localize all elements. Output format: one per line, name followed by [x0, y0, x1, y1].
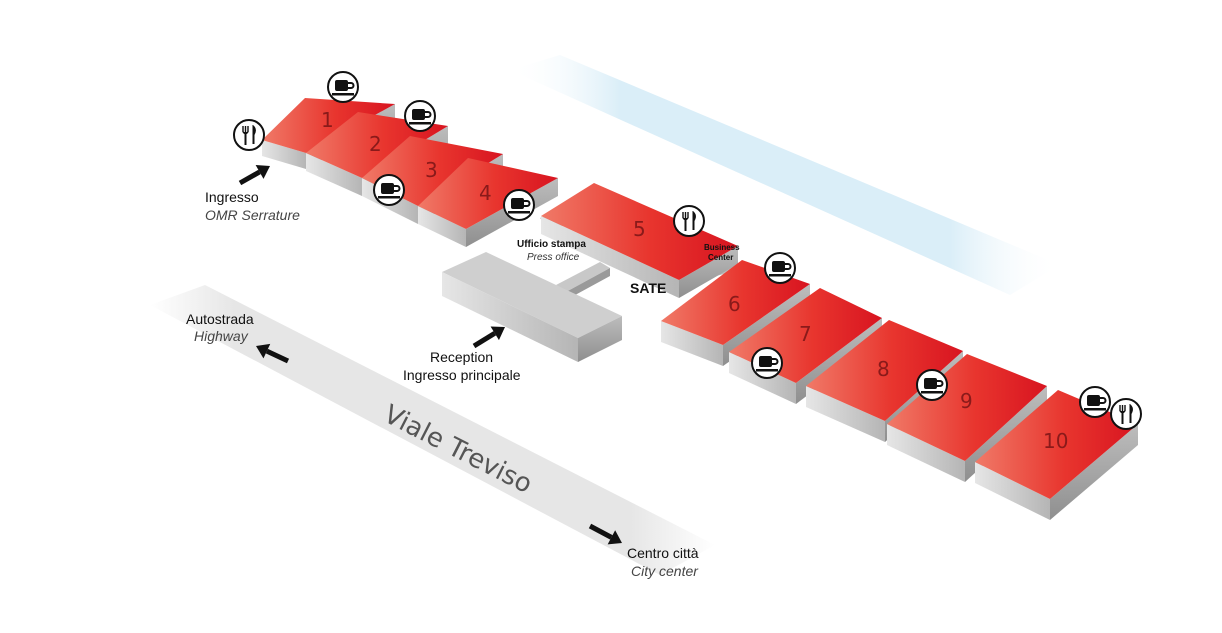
- halls: [262, 98, 1138, 520]
- hall-number: 4: [479, 181, 492, 205]
- press-office-label: Ufficio stampa: [517, 239, 586, 250]
- direction-arrows: [238, 164, 622, 545]
- coffee-cup-icon: [751, 347, 783, 379]
- business-center-label-line2: Center: [708, 253, 733, 262]
- road-viale-treviso: [150, 285, 715, 575]
- direction-arrow-icon: [238, 164, 270, 186]
- entrance-label: Ingresso: [205, 189, 259, 205]
- hall-number: 5: [633, 217, 646, 241]
- reception-label: Reception: [430, 349, 493, 365]
- press-office-sublabel: Press office: [527, 252, 580, 263]
- direction-arrow-icon: [256, 343, 290, 364]
- reception-building: [442, 252, 622, 362]
- coffee-cup-icon: [916, 369, 948, 401]
- direction-arrow-icon: [472, 326, 505, 349]
- coffee-cup-icon: [503, 189, 535, 221]
- hall-number: 9: [960, 389, 973, 413]
- hall-number: 10: [1043, 429, 1068, 453]
- hall-number: 7: [799, 322, 812, 346]
- fork-knife-icon: [673, 205, 705, 237]
- fork-knife-icon: [233, 119, 265, 151]
- city-center-sublabel: City center: [631, 563, 699, 579]
- business-center-label: Business: [704, 243, 740, 252]
- sate-label: SATE: [630, 280, 666, 296]
- main-entrance-label: Ingresso principale: [403, 367, 521, 383]
- amenity-icons: [233, 71, 1142, 430]
- fork-knife-icon: [1110, 398, 1142, 430]
- highway-label: Autostrada: [186, 311, 254, 327]
- direction-arrow-icon: [588, 523, 622, 545]
- hall-number: 6: [728, 292, 741, 316]
- city-center-label: Centro città: [627, 545, 699, 561]
- canal: [510, 55, 1060, 295]
- coffee-cup-icon: [404, 100, 436, 132]
- hall-number: 8: [877, 357, 890, 381]
- entrance-sublabel: OMR Serrature: [205, 207, 300, 223]
- hall-5: [541, 183, 738, 298]
- hall-number: 3: [425, 158, 438, 182]
- hall-numbers: 1 2 3 4 5 6 7 8 9 10: [321, 108, 1068, 453]
- coffee-cup-icon: [764, 252, 796, 284]
- hall-number: 1: [321, 108, 334, 132]
- highway-sublabel: Highway: [194, 328, 249, 344]
- hall-number: 2: [369, 132, 382, 156]
- coffee-cup-icon: [327, 71, 359, 103]
- coffee-cup-icon: [373, 174, 405, 206]
- coffee-cup-icon: [1079, 386, 1111, 418]
